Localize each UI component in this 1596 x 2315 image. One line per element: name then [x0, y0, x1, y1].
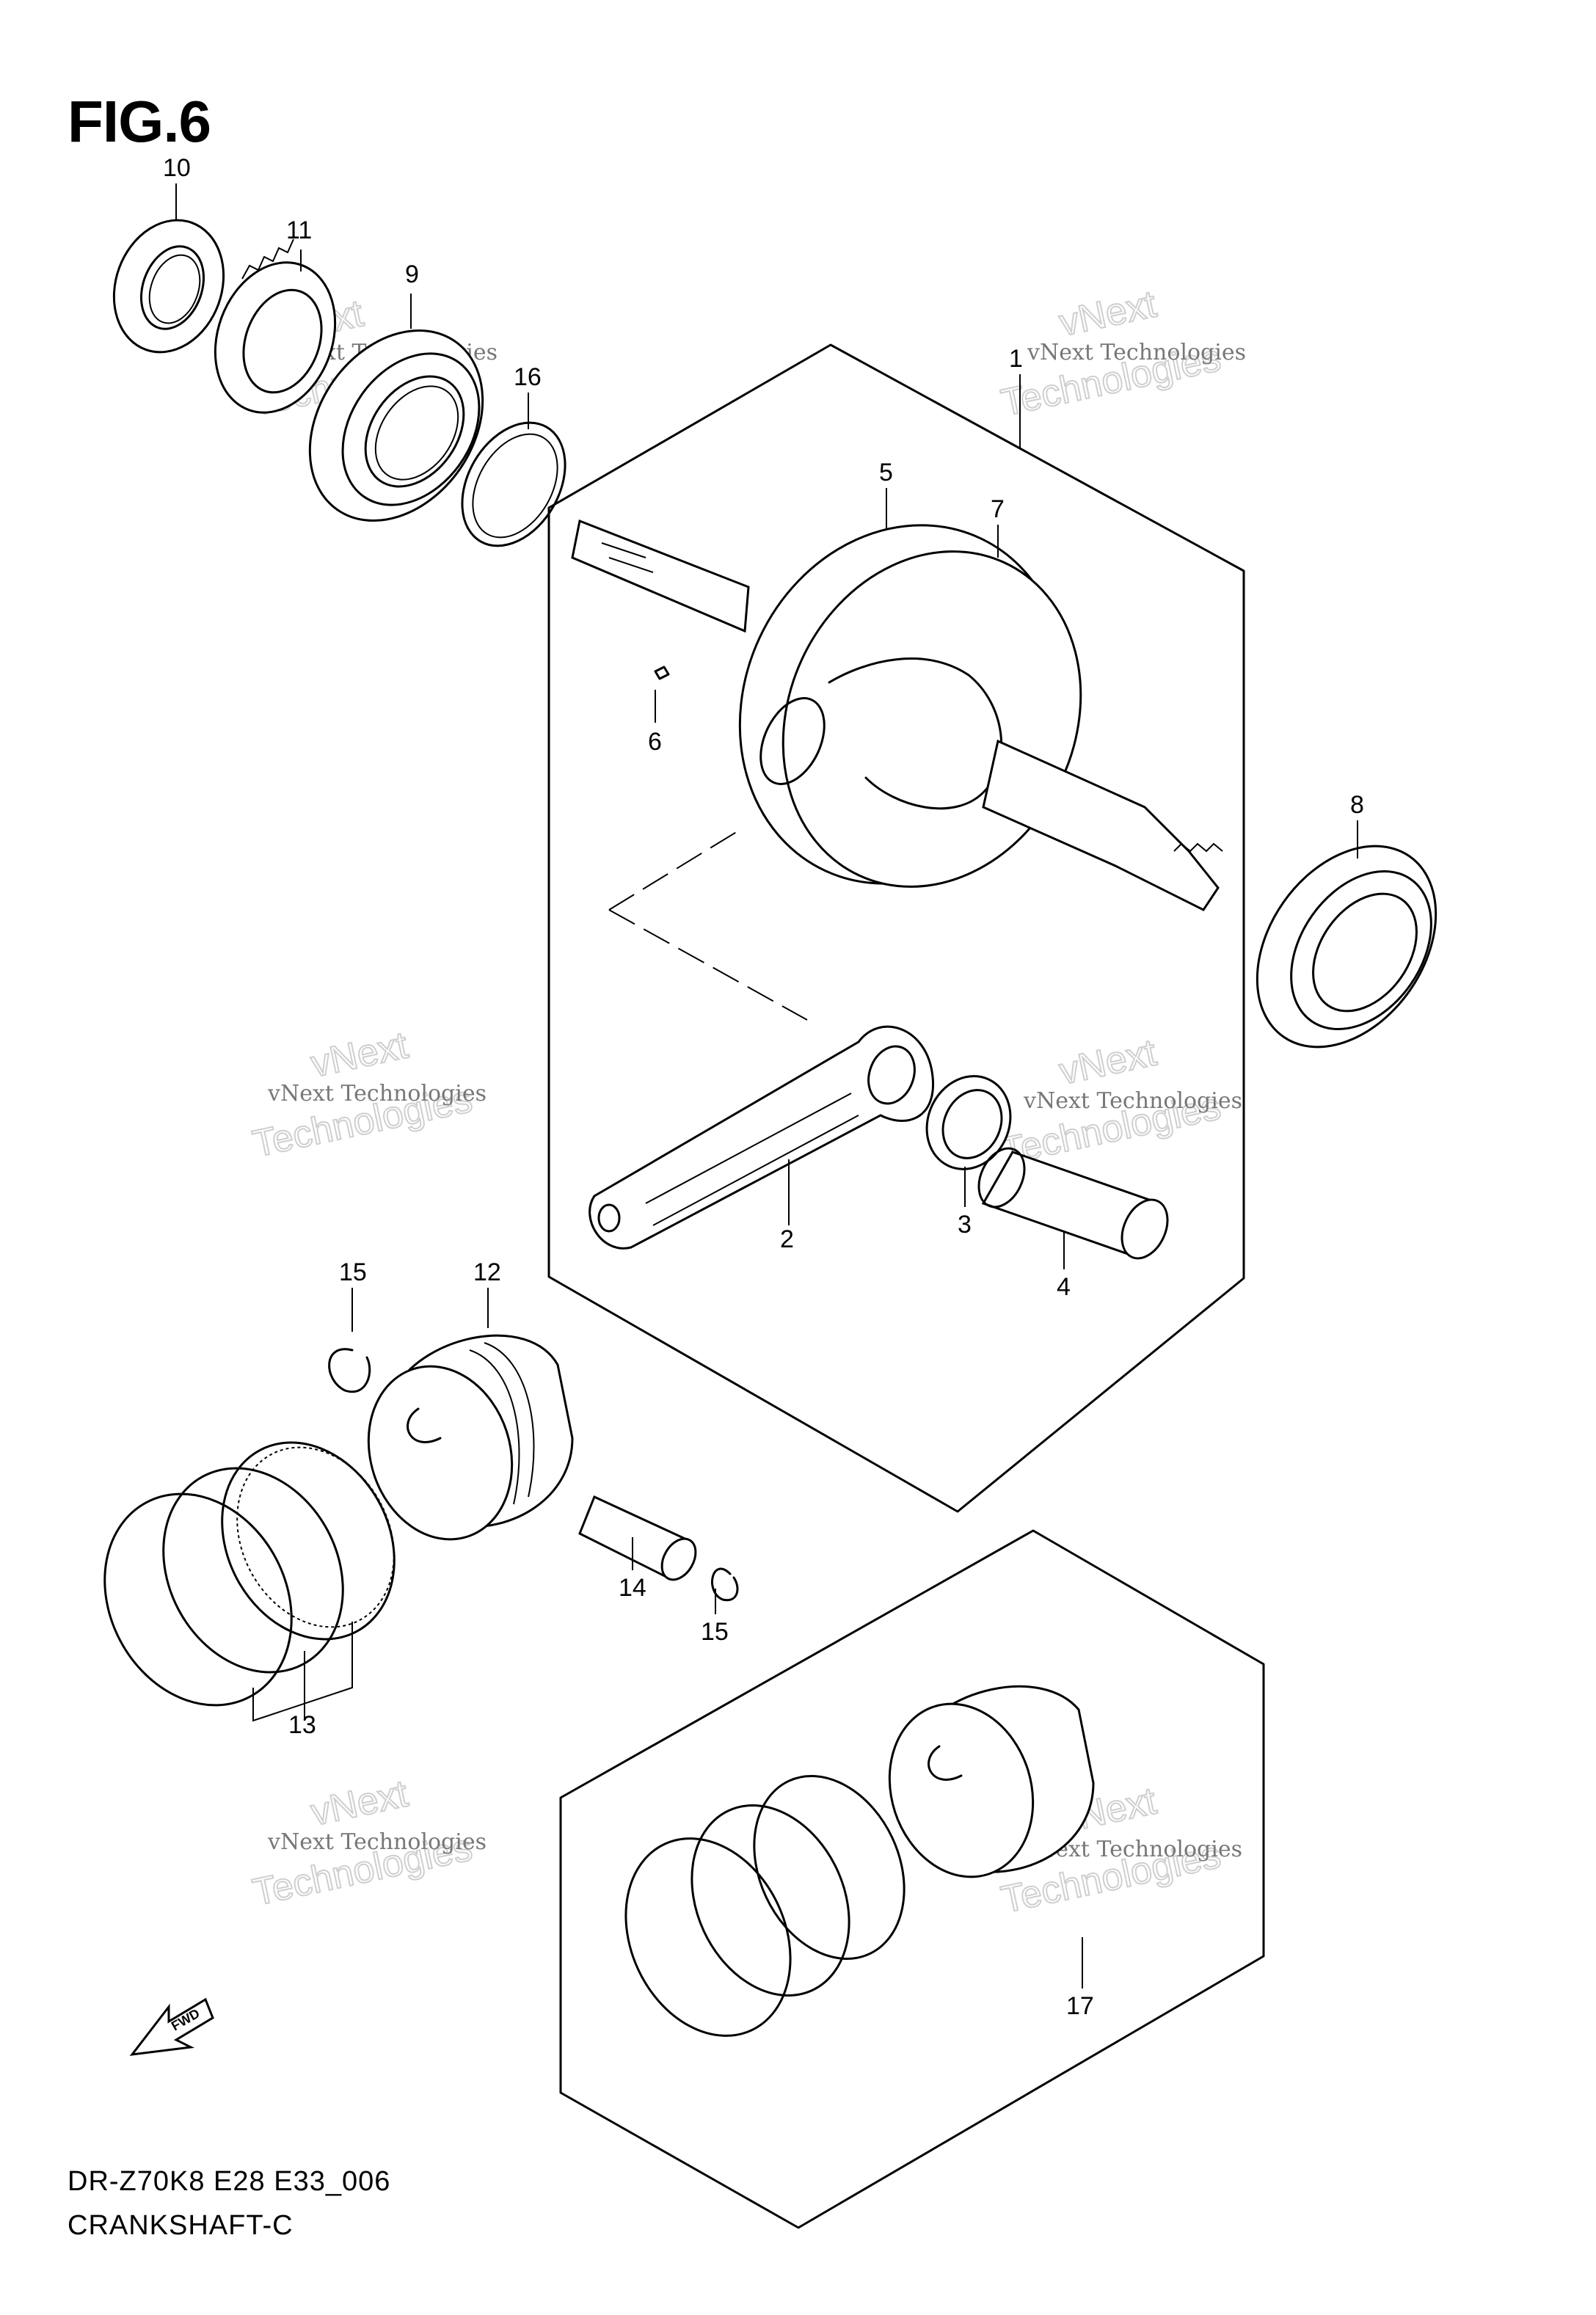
watermark-group: vNext Technologies vNext Technologies vN…: [247, 282, 1246, 1922]
figure-name: CRANKSHAFT-C: [68, 2210, 294, 2241]
svg-text:vNext Technologies: vNext Technologies: [267, 1829, 487, 1855]
model-code: DR-Z70K8 E28 E33_006: [68, 2166, 391, 2197]
part-10-oil-seal: [112, 219, 225, 354]
part-15-circlip-lower: [711, 1567, 739, 1602]
part-11-gear: [214, 238, 337, 414]
callout-label: 9: [405, 260, 419, 288]
svg-text:vNext: vNext: [1056, 1031, 1161, 1093]
callout-label: 16: [514, 363, 542, 391]
part-2-connecting-rod: [589, 1025, 934, 1250]
part-12-piston: [367, 1334, 574, 1541]
callout-label: 5: [879, 459, 893, 486]
svg-text:vNext Technologies: vNext Technologies: [267, 1081, 487, 1107]
assembly-leader: [608, 828, 808, 1021]
watermark-3: vNext Technologies vNext Technologies: [249, 1023, 487, 1166]
part-3-needle-bearing: [925, 1075, 1012, 1170]
leader-lines: [175, 183, 1358, 1988]
part-5-crankshaft: [571, 519, 1223, 911]
callout-label: 3: [958, 1211, 972, 1239]
callout-label: 7: [991, 495, 1005, 523]
part-16-shim: [461, 421, 566, 547]
watermark-5: vNext Technologies vNext Technologies: [249, 1771, 487, 1914]
callout-group: 10 11 9 16 1 5 7 6 8 2 3 4 15 12 14 15 1…: [163, 154, 1364, 2020]
watermark-4: vNext Technologies vNext Technologies: [997, 1030, 1242, 1173]
part-4-crank-pin: [977, 1147, 1169, 1260]
watermark-2: vNext Technologies vNext Technologies: [997, 282, 1246, 425]
part-14-piston-pin: [578, 1495, 697, 1581]
callout-label: 11: [286, 216, 312, 244]
callout-label: 17: [1066, 1992, 1094, 2020]
callout-label: 1: [1009, 345, 1023, 373]
svg-text:vNext Technologies: vNext Technologies: [1027, 340, 1246, 365]
part-8-bearing: [1256, 845, 1438, 1049]
part-15-circlip-upper: [328, 1348, 371, 1393]
callout-label: 8: [1350, 791, 1364, 819]
svg-text:vNext: vNext: [307, 1772, 412, 1834]
fwd-arrow-icon: FWD: [129, 1997, 214, 2056]
part-6-key: [654, 666, 670, 680]
figure-title: FIG.6: [68, 89, 211, 154]
svg-text:vNext Technologies: vNext Technologies: [1023, 1088, 1242, 1114]
svg-text:vNext: vNext: [1056, 282, 1161, 344]
piston-kit-box: [559, 1529, 1265, 2229]
callout-label: 6: [648, 728, 662, 756]
callout-label: 15: [339, 1258, 367, 1286]
svg-text:vNext: vNext: [307, 1024, 412, 1085]
callout-label: 15: [701, 1618, 729, 1646]
callout-label: 14: [619, 1574, 646, 1602]
callout-label: 10: [163, 154, 191, 182]
callout-label: 2: [780, 1225, 794, 1253]
callout-label: 12: [473, 1258, 501, 1286]
part-13-piston-rings: [103, 1441, 396, 1722]
callout-label: 13: [288, 1711, 316, 1739]
callout-label: 4: [1057, 1273, 1071, 1301]
part-9-bearing: [308, 329, 484, 522]
crankshaft-assembly-box: [547, 343, 1245, 1513]
part-17-piston-kit: [624, 1685, 1095, 2037]
